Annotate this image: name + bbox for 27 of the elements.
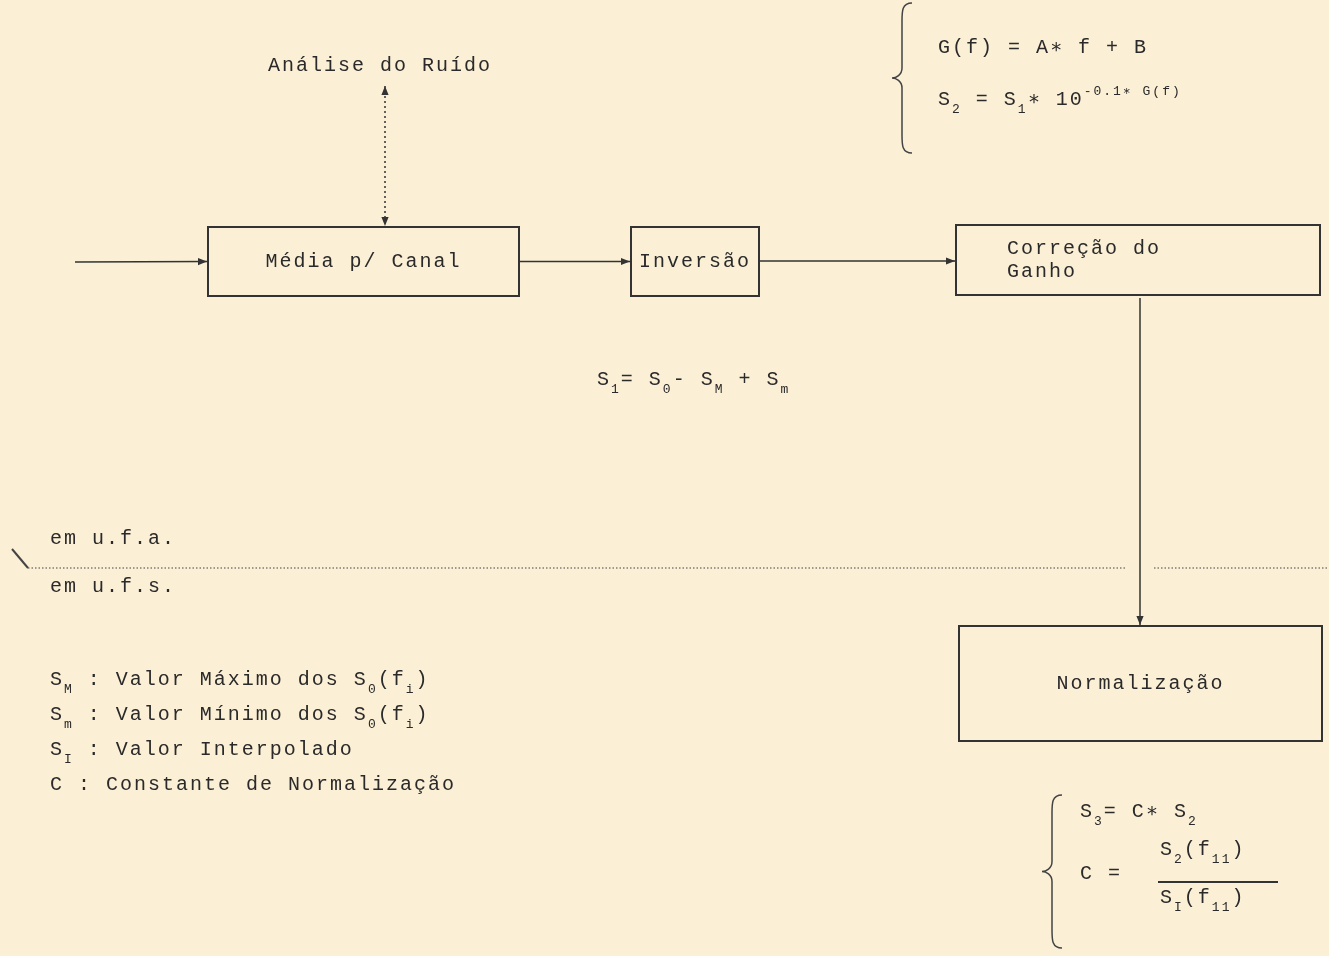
region-label: em u.f.a. [50,527,177,551]
arrow [1136,297,1144,626]
formula: S$_{2}$ = S$_{1}$∗ 10$^{-0.1∗ G(f)}$ [938,84,1182,118]
formula: S$_{I}$(f$_{11}$) [1160,886,1246,916]
formula: S$_{3}$= C∗ S$_{2}$ [1080,800,1198,830]
process-box [958,625,1323,742]
process-box [630,226,760,297]
process-box [955,224,1321,296]
definition: S$_{I}$ : Valor Interpolado [50,738,354,768]
box-label: Normalização [1056,672,1225,695]
formula: C = [1080,862,1122,886]
box-label: Média p/ Canal [265,250,462,273]
arrow [759,257,956,265]
arrow [519,257,631,266]
region-label: em u.f.s. [50,575,177,599]
box-label: Correção do Ganho [1007,237,1163,283]
box-label: Inversão [639,250,751,273]
definition: S$_{M}$ : Valor Máximo dos S$_{0}$(f$_{i}$) [50,668,430,698]
definition: C : Constante de Normalização [50,773,457,797]
arrow [381,85,389,227]
definition: S$_{m}$ : Valor Mínimo dos S$_{0}$(f$_{i}$) [50,703,430,733]
arrow [74,257,208,266]
process-box [207,226,520,297]
formula: S$_{1}$= S$_{0}$- S$_{M}$ + S$_{m}$ [597,368,791,398]
formula: G(f) = A∗ f + B [938,36,1149,60]
formula: S$_{2}$(f$_{11}$) [1160,838,1246,868]
node-label: Análise do Ruído [268,53,492,77]
